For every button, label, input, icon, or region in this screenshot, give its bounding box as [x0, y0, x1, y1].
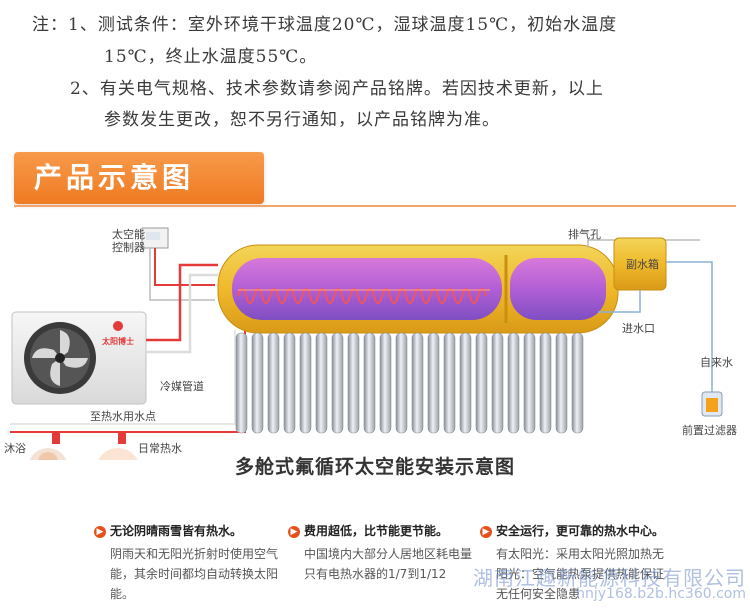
- vacuum-tube: [475, 332, 488, 434]
- vacuum-tubes: [235, 332, 584, 434]
- unit-brand: 太阳博士: [101, 336, 134, 346]
- vacuum-tube: [507, 332, 520, 434]
- vacuum-tube: [571, 332, 584, 434]
- aux-water-tank: 副水箱: [613, 237, 667, 291]
- vacuum-tube: [395, 332, 408, 434]
- watermark-site: hnjy168.b2b.hc360.com: [576, 586, 746, 602]
- vacuum-tube: [427, 332, 440, 434]
- title-divider: [14, 205, 736, 207]
- play-icon: ▶: [288, 525, 300, 538]
- vacuum-tube: [267, 332, 280, 434]
- hot-water-pipe-2: [10, 330, 236, 425]
- vacuum-tube: [283, 332, 296, 434]
- daily-hot-water-outlet: 日常热水: [98, 432, 182, 460]
- vacuum-tube: [411, 332, 424, 434]
- pre-filter: [701, 391, 723, 417]
- label-tap-water: 自来水: [700, 356, 733, 369]
- label-water-inlet: 进水口: [622, 322, 655, 335]
- control-wire-2: [149, 248, 215, 301]
- section-title: 产品示意图: [14, 152, 264, 204]
- play-icon: ▶: [94, 525, 106, 538]
- vacuum-tube: [331, 332, 344, 434]
- note-line-1: 注：1、测试条件：室外环境干球温度20℃，湿球温度15℃，初始水温度: [32, 15, 618, 35]
- feature-2-title: 费用超低，比节能更节能。: [304, 524, 449, 538]
- note-line-2: 15℃，终止水温度55℃。: [104, 47, 318, 67]
- watermark-company: 湖南江趣新能源科技有限公司: [473, 566, 746, 590]
- label-controller-2: 控制器: [112, 240, 145, 254]
- label-bath: 沐浴: [4, 442, 26, 455]
- refrigerant-pipe-hot: [146, 263, 218, 342]
- vacuum-tube: [523, 332, 536, 434]
- water-tank: [217, 244, 619, 334]
- feature-1: ▶ 无论阴晴雨雪皆有热水。 阴雨天和无阳光折射时使用空气能，其余时间都均自动转换太…: [94, 522, 284, 604]
- play-icon: ▶: [480, 525, 492, 538]
- label-aux-tank: 副水箱: [626, 257, 659, 271]
- label-daily-hot-water: 日常热水: [138, 442, 182, 455]
- note-line-3: 2、有关电气规格、技术参数请参阅产品铭牌。若因技术更新，以上: [70, 79, 604, 99]
- supply-pipe: [666, 261, 713, 392]
- inlet-pipe: [598, 290, 641, 313]
- feature-2-head: ▶ 费用超低，比节能更节能。: [288, 522, 478, 539]
- feature-2-body: 中国境内大部分人居地区耗电量只有电热水器的1/7到1/12: [304, 547, 473, 581]
- vacuum-tube: [251, 332, 264, 434]
- diagram-caption: 多舱式氟循环太空能安装示意图: [234, 456, 515, 478]
- vacuum-tube: [347, 332, 360, 434]
- vacuum-tube: [235, 332, 248, 434]
- feature-3: ▶ 安全运行，更可靠的热水中心。 有太阳光：采用太阳光照加热无阳光：空气能热泵提供…: [480, 522, 670, 604]
- refrigerant-pipe-return: [146, 273, 218, 354]
- vacuum-tube: [299, 332, 312, 434]
- vacuum-tube: [315, 332, 328, 434]
- feature-3-head: ▶ 安全运行，更可靠的热水中心。: [480, 522, 670, 539]
- feature-3-title: 安全运行，更可靠的热水中心。: [496, 524, 665, 538]
- vacuum-tube: [459, 332, 472, 434]
- label-vent-hole: 排气孔: [568, 227, 601, 241]
- controller: 太空能 控制器: [112, 227, 169, 254]
- feature-2: ▶ 费用超低，比节能更节能。 中国境内大部分人居地区耗电量只有电热水器的1/7到1…: [288, 522, 478, 584]
- label-controller-1: 太空能: [112, 227, 145, 241]
- label-hot-water-outlet: 至热水用水点: [90, 410, 156, 423]
- installation-diagram: 太空能 控制器 太阳博士 冷媒管道 至热水用水点 排气孔: [4, 227, 737, 460]
- control-wire: [154, 248, 215, 286]
- note-line-4: 参数发生更改，恕不另行通知，以产品铭牌为准。: [104, 110, 500, 130]
- notes-block: 注：1、测试条件：室外环境干球温度20℃，湿球温度15℃，初始水温度 15℃，终…: [0, 0, 750, 140]
- vacuum-tube: [539, 332, 552, 434]
- feature-1-head: ▶ 无论阴晴雨雪皆有热水。: [94, 522, 284, 539]
- vacuum-tube: [363, 332, 376, 434]
- vacuum-tube: [443, 332, 456, 434]
- vacuum-tube: [555, 332, 568, 434]
- vacuum-tube: [379, 332, 392, 434]
- feature-1-title: 无论阴晴雨雪皆有热水。: [110, 524, 243, 538]
- label-refrigerant-pipe: 冷媒管道: [160, 379, 204, 393]
- vacuum-tube: [491, 332, 504, 434]
- label-pre-filter: 前置过滤器: [682, 423, 737, 437]
- bath-outlet: 沐浴: [4, 432, 67, 460]
- heat-pump-unit: 太阳博士: [11, 311, 147, 405]
- feature-3-body: 有太阳光：采用太阳光照加热无阳光：空气能热泵提供热能保证无任何安全隐患: [496, 547, 665, 601]
- feature-1-body: 阴雨天和无阳光折射时使用空气能，其余时间都均自动转换太阳能。: [110, 547, 279, 601]
